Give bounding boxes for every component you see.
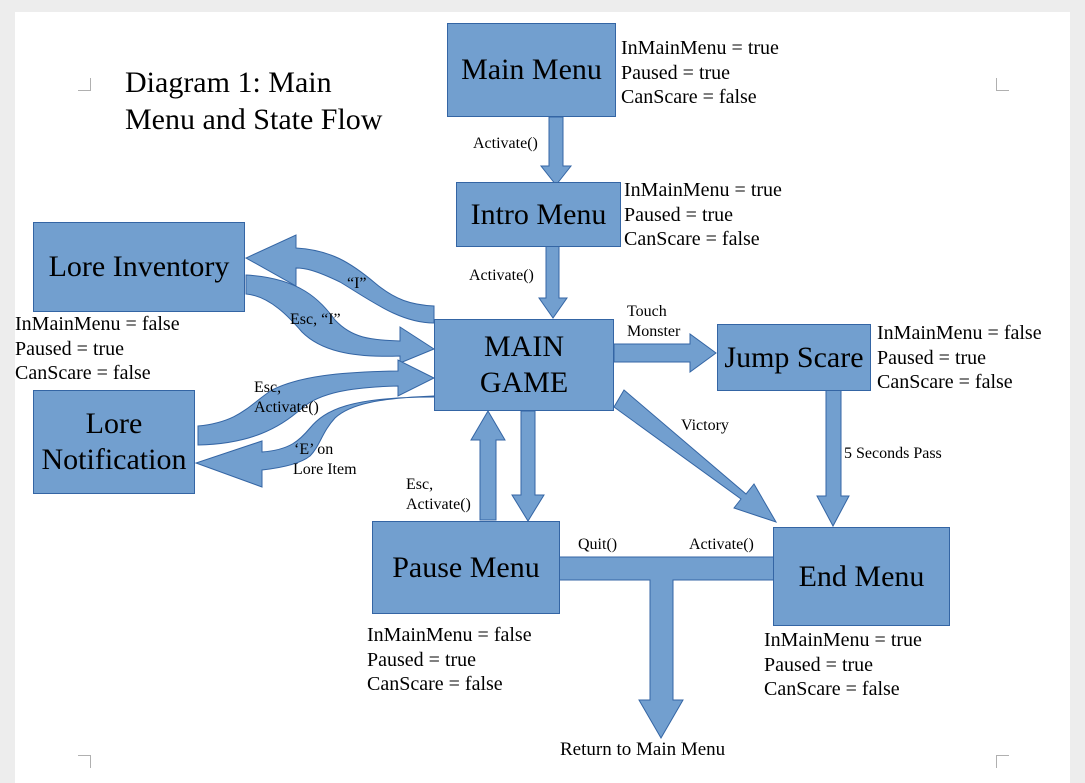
state-in-main-menu: InMainMenu = false xyxy=(15,313,180,335)
state-paused: Paused = true xyxy=(764,653,874,676)
crop-mark-bottom-right xyxy=(996,755,1009,768)
state-in-main-menu: InMainMenu = true xyxy=(624,179,782,201)
label-i-key: “I” xyxy=(347,275,367,292)
arrow-game-to-pause xyxy=(511,410,545,522)
state-in-main-menu: InMainMenu = true xyxy=(764,629,922,651)
end-menu-label: End Menu xyxy=(798,559,925,593)
label-activate-intro-to-game: Activate() xyxy=(469,267,534,284)
arrow-inventory-to-game xyxy=(245,274,436,364)
label-touch: Touch xyxy=(627,303,667,320)
label-monster: Monster xyxy=(627,323,681,340)
label-activate-main-to-intro: Activate() xyxy=(473,135,538,152)
jump-scare-state: InMainMenu = false Paused = true CanScar… xyxy=(877,321,1042,395)
main-menu-state: InMainMenu = true Paused = true CanScare… xyxy=(621,36,779,110)
pause-menu-label: Pause Menu xyxy=(392,550,540,584)
arrow-notification-to-game xyxy=(197,359,436,446)
intro-menu-state: InMainMenu = true Paused = true CanScare… xyxy=(624,178,782,252)
label-esc-notification: Esc, xyxy=(254,379,282,396)
label-e-on: ‘E’ on xyxy=(294,441,334,458)
lore-inventory-box: Lore Inventory xyxy=(33,222,245,312)
state-in-main-menu: InMainMenu = false xyxy=(877,322,1042,344)
state-can-scare: CanScare = false xyxy=(15,362,151,384)
main-menu-box: Main Menu xyxy=(447,23,616,117)
jump-scare-box: Jump Scare xyxy=(717,324,871,391)
arrow-game-to-notification xyxy=(194,395,435,488)
arrow-game-to-end xyxy=(613,389,778,523)
end-menu-state: InMainMenu = true Paused = true CanScare… xyxy=(764,628,922,702)
state-paused: Paused = true xyxy=(624,203,734,226)
state-can-scare: CanScare = false xyxy=(624,228,760,250)
crop-mark-top-left xyxy=(78,78,91,91)
state-can-scare: CanScare = false xyxy=(764,678,900,700)
state-can-scare: CanScare = false xyxy=(877,371,1013,393)
main-game-label-line2: GAME xyxy=(479,366,569,399)
label-victory: Victory xyxy=(681,417,729,434)
main-menu-label: Main Menu xyxy=(461,53,602,86)
arrow-main-to-intro xyxy=(539,116,573,186)
diagram-title: Diagram 1: Main Menu and State Flow xyxy=(125,66,383,136)
arrow-game-to-inventory xyxy=(244,234,435,324)
intro-menu-label: Intro Menu xyxy=(470,197,607,231)
pause-menu-state: InMainMenu = false Paused = true CanScar… xyxy=(367,623,532,697)
lore-notification-box: Lore Notification xyxy=(33,390,195,494)
lore-notification-label-line2: Notification xyxy=(41,443,187,476)
state-paused: Paused = true xyxy=(621,61,731,84)
label-activate-end: Activate() xyxy=(689,536,754,553)
label-activate-pause: Activate() xyxy=(406,496,471,513)
label-esc-pause: Esc, xyxy=(406,476,434,493)
pause-menu-box: Pause Menu xyxy=(372,521,560,614)
crop-mark-bottom-left xyxy=(78,755,91,768)
label-quit: Quit() xyxy=(578,536,618,553)
arrow-pause-to-game xyxy=(470,410,506,521)
state-paused: Paused = true xyxy=(877,346,987,369)
intro-menu-box: Intro Menu xyxy=(456,182,621,247)
state-can-scare: CanScare = false xyxy=(367,673,503,695)
label-five-seconds: 5 Seconds Pass xyxy=(844,445,942,462)
state-can-scare: CanScare = false xyxy=(621,86,757,108)
crop-mark-top-right xyxy=(996,78,1009,91)
lore-inventory-state: InMainMenu = false Paused = true CanScar… xyxy=(15,312,180,386)
state-paused: Paused = true xyxy=(367,648,477,671)
main-game-label-line1: MAIN xyxy=(484,330,564,363)
arrow-intro-to-game xyxy=(538,245,568,319)
arrow-return-to-main-menu xyxy=(558,556,775,739)
state-in-main-menu: InMainMenu = true xyxy=(621,37,779,59)
state-in-main-menu: InMainMenu = false xyxy=(367,624,532,646)
label-esc-i: Esc, “I” xyxy=(290,311,341,328)
label-lore-item: Lore Item xyxy=(293,461,357,478)
end-menu-box: End Menu xyxy=(773,527,950,626)
lore-notification-label-line1: Lore xyxy=(85,407,143,440)
state-paused: Paused = true xyxy=(15,337,125,360)
arrow-jumpscare-to-end xyxy=(816,389,850,528)
lore-inventory-label: Lore Inventory xyxy=(48,250,230,283)
arrow-game-to-jumpscare xyxy=(613,333,717,373)
label-return-main-menu: Return to Main Menu xyxy=(560,739,726,760)
label-activate-notification: Activate() xyxy=(254,399,319,416)
main-game-box: MAIN GAME xyxy=(434,319,614,411)
jump-scare-label: Jump Scare xyxy=(724,340,864,374)
